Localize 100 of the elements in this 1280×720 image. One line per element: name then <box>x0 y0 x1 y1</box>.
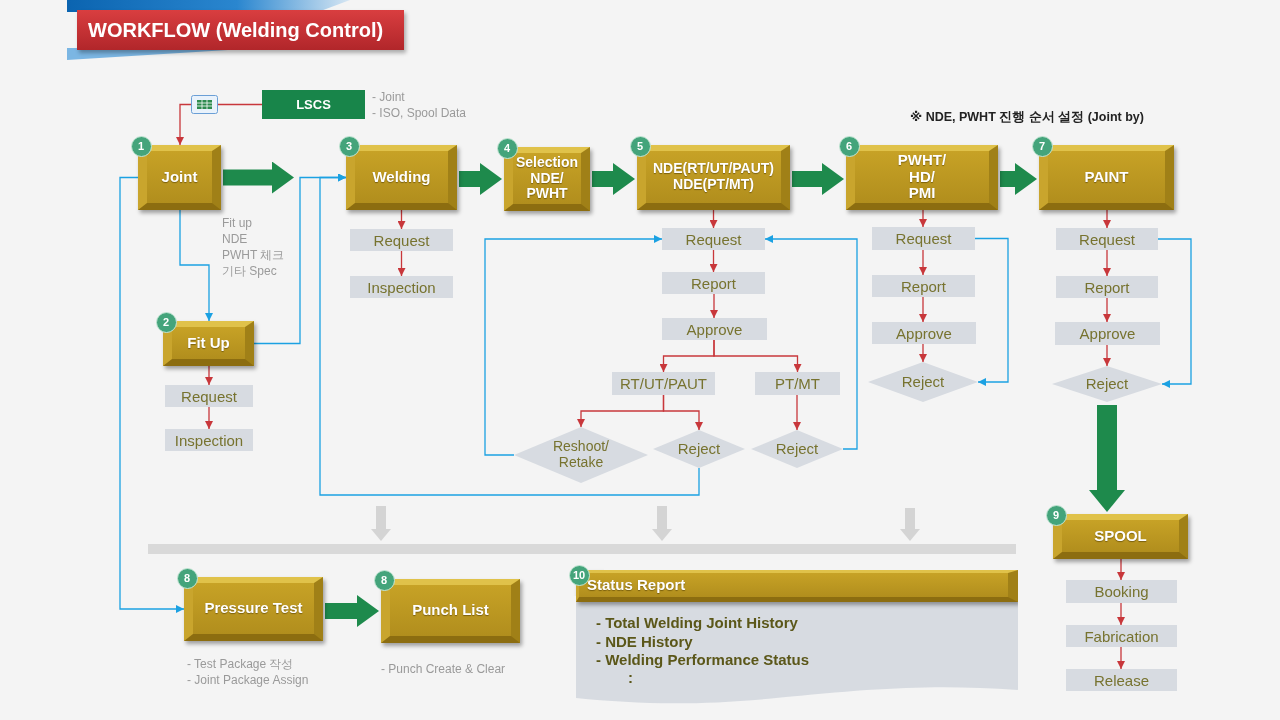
arrow <box>205 365 213 386</box>
continuation-mark: : <box>628 669 633 686</box>
step-number-badge: 6 <box>838 135 860 157</box>
arrow <box>1103 209 1111 229</box>
step-box: Inspection <box>165 429 253 451</box>
step-number-badge: 4 <box>496 137 518 159</box>
arrow <box>1117 558 1125 581</box>
note-text: - Test Package 작성 <box>187 656 294 672</box>
step-box: Approve <box>872 322 976 344</box>
arrow <box>713 339 802 373</box>
note-text: - Punch Create & Clear <box>381 661 506 677</box>
block-arrow <box>900 508 920 541</box>
arrow <box>709 249 718 273</box>
block-arrow <box>792 163 844 195</box>
arrow <box>1117 646 1125 670</box>
block-arrow <box>652 506 672 541</box>
title-banner: WORKFLOW (Welding Control) <box>77 10 404 50</box>
step-number-badge: 7 <box>1031 135 1053 157</box>
decision-diamond: Reject <box>653 430 745 468</box>
note-text: PWHT 체크 <box>222 247 285 263</box>
decision-diamond: Reject <box>868 362 978 402</box>
process-label: Joint <box>161 168 198 186</box>
arrow <box>205 406 213 430</box>
process-label: Welding <box>372 168 431 186</box>
spreadsheet-icon <box>191 95 218 114</box>
note-text: - ISO, Spool Data <box>372 105 467 121</box>
decision-diamond: Reject <box>751 430 843 468</box>
arrow <box>919 249 927 276</box>
system-box: LSCS <box>262 90 365 119</box>
step-box: Request <box>1056 228 1158 250</box>
arrow <box>397 250 406 277</box>
step-number-badge: 8 <box>373 569 395 591</box>
decision-diamond: Reshoot/ Retake <box>514 427 648 483</box>
process-label: NDE(RT/UT/PAUT) NDE(PT/MT) <box>651 161 776 193</box>
divider-bar <box>148 544 1016 554</box>
arrow <box>919 296 927 323</box>
arrow <box>1103 249 1111 277</box>
note-text: Fit up <box>222 215 252 231</box>
note-text: 기타 Spec <box>222 263 277 279</box>
step-number-badge: 3 <box>338 135 360 157</box>
step-box: Request <box>165 385 253 407</box>
process-label: PWHT/ HD/ PMI <box>896 151 948 203</box>
arrow <box>709 209 718 229</box>
note-text: NDE <box>222 231 248 247</box>
arrow <box>119 176 185 613</box>
process-label: SPOOL <box>1094 527 1147 545</box>
decision-diamond: Reject <box>1052 366 1162 402</box>
arrow <box>179 209 213 322</box>
step-box: Report <box>872 275 975 297</box>
step-number-badge: 2 <box>155 311 177 333</box>
block-arrow <box>371 506 391 541</box>
block-arrow <box>592 163 635 195</box>
step-number-badge: 5 <box>629 135 651 157</box>
arrow <box>484 235 663 456</box>
step-box: Approve <box>1055 322 1160 345</box>
step-number-badge: 9 <box>1045 504 1067 526</box>
step-box: Report <box>1056 276 1158 298</box>
arrow <box>764 235 858 450</box>
block-arrow <box>1089 405 1125 512</box>
step-box: Request <box>350 229 453 251</box>
process-label: Punch List <box>412 602 489 619</box>
arrow <box>710 293 718 319</box>
note-text: - Joint Package Assign <box>187 672 309 688</box>
step-box: Request <box>662 228 765 250</box>
arrow <box>919 343 927 363</box>
process-label: PAINT <box>1084 168 1129 186</box>
block-arrow <box>1000 163 1037 195</box>
arrow <box>974 237 1009 386</box>
arrow <box>397 209 406 230</box>
list-item: - NDE History <box>596 633 693 650</box>
step-box: Request <box>872 227 975 250</box>
list-item: - Total Welding Joint History <box>596 614 798 631</box>
arrow <box>662 394 703 431</box>
step-box: PT/MT <box>755 372 840 395</box>
block-arrow <box>325 595 379 627</box>
block-arrow <box>223 161 294 194</box>
arrow <box>793 394 801 431</box>
arrow <box>1117 602 1125 626</box>
arrow <box>176 103 192 146</box>
step-box: Report <box>662 272 765 294</box>
step-box: Approve <box>662 318 767 340</box>
step-number-badge: 1 <box>130 135 152 157</box>
step-box: RT/UT/PAUT <box>612 372 715 395</box>
step-number-badge: 8 <box>176 567 198 589</box>
arrow <box>319 173 700 496</box>
note-text: - Joint <box>372 89 405 105</box>
block-arrow <box>459 163 502 195</box>
arrow <box>1103 297 1111 323</box>
list-item: - Welding Performance Status <box>596 651 810 668</box>
step-box: Inspection <box>350 276 453 298</box>
process-label: Fit Up <box>187 334 230 352</box>
step-box: Booking <box>1066 580 1177 603</box>
remark-text: ※ NDE, PWHT 진행 순서 설정 (Joint by) <box>910 109 1144 126</box>
process-label: Pressure Test <box>204 600 303 617</box>
connector-line <box>217 103 263 106</box>
arrow <box>1103 344 1111 367</box>
arrow <box>1157 238 1192 388</box>
step-box: Fabrication <box>1066 625 1177 647</box>
step-box: Release <box>1066 669 1177 691</box>
arrow <box>919 209 927 228</box>
